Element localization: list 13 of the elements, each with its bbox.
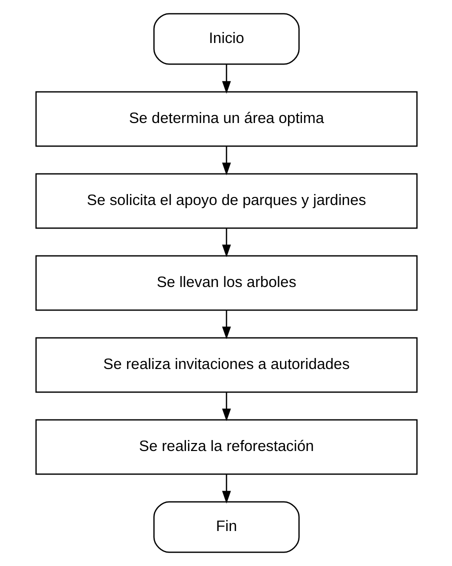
node-box: Fin: [152, 501, 300, 553]
node-box: Se realiza la reforestación: [34, 419, 418, 475]
arrow: [222, 392, 230, 422]
node-box: Se solicita el apoyo de parques y jardines: [34, 173, 418, 229]
node-box: Se llevan los arboles: [34, 255, 418, 311]
arrow: [222, 146, 230, 176]
arrow: [222, 64, 230, 94]
arrow: [222, 228, 230, 258]
arrow: [222, 310, 230, 340]
node-box: Se realiza invitaciones a autoridades: [34, 337, 418, 393]
arrow: [222, 474, 230, 504]
node-box: Se determina un área optima: [34, 91, 418, 147]
node-box: Inicio: [152, 13, 300, 65]
